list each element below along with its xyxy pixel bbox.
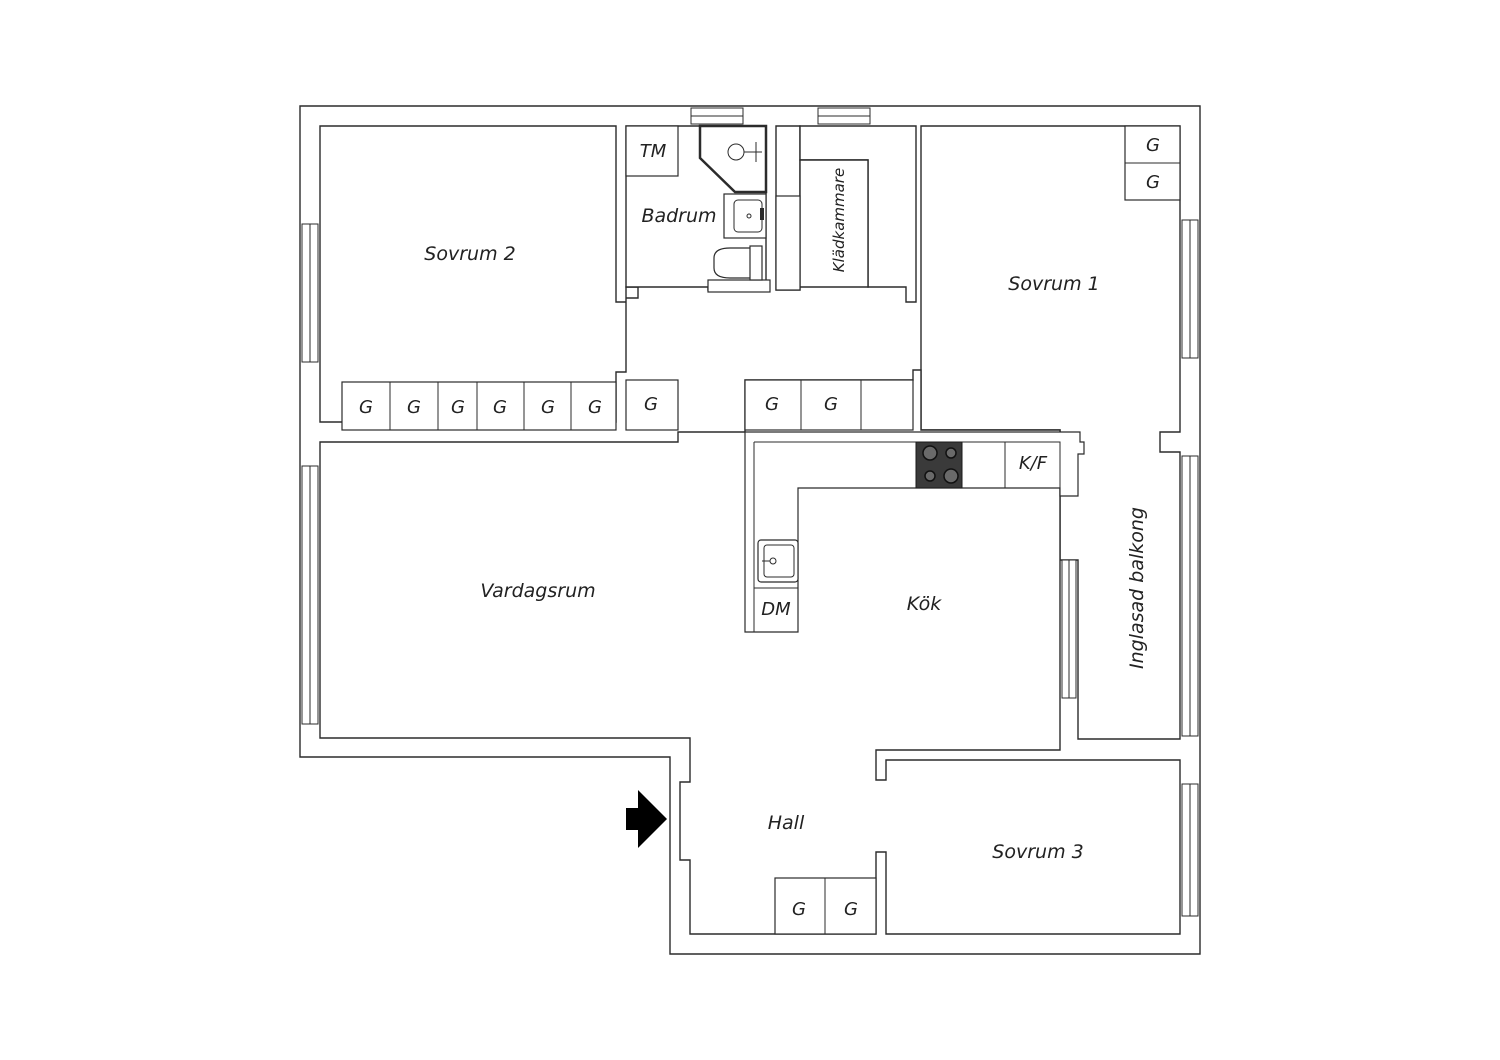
label-g: G xyxy=(588,397,602,418)
windows xyxy=(301,107,1199,917)
label-g: G xyxy=(451,397,465,418)
label-kladkammare: Klädkammare xyxy=(830,168,848,272)
washer-box xyxy=(625,125,679,177)
bathroom-sink-icon xyxy=(723,193,767,239)
kitchen-counter xyxy=(744,431,1085,633)
label-g: G xyxy=(644,394,658,415)
label-g: G xyxy=(541,397,555,418)
stove-icon xyxy=(915,441,963,489)
label-g: G xyxy=(493,397,507,418)
label-g: G xyxy=(1146,172,1160,193)
shower-icon xyxy=(698,124,768,194)
label-balkong: Inglasad balkong xyxy=(1126,507,1148,669)
entrance-arrow-icon xyxy=(626,790,667,848)
label-g: G xyxy=(407,397,421,418)
label-g: G xyxy=(359,397,373,418)
label-vardagsrum: Vardagsrum xyxy=(480,580,595,602)
kladkammare-inner xyxy=(775,195,801,291)
label-g: G xyxy=(844,899,858,920)
toilet-icon xyxy=(707,245,771,293)
label-hall: Hall xyxy=(768,812,805,834)
label-badrum: Badrum xyxy=(641,205,716,227)
fixture-labels: TM K/F DM G G G G G G G G G G G G G xyxy=(359,135,1160,920)
label-sovrum3: Sovrum 3 xyxy=(992,841,1083,863)
sink-icon xyxy=(757,539,799,583)
wardrobes-sovrum2 xyxy=(341,379,679,431)
label-tm: TM xyxy=(640,141,667,162)
wardrobes-center xyxy=(744,379,914,431)
label-dm: DM xyxy=(761,599,791,620)
label-kok: Kök xyxy=(907,593,942,615)
wardrobes-sovrum1 xyxy=(1124,125,1181,201)
label-g: G xyxy=(1146,135,1160,156)
label-sovrum2: Sovrum 2 xyxy=(424,243,515,265)
room-labels: Sovrum 2 Badrum Klädkammare Sovrum 1 Var… xyxy=(424,168,1148,863)
label-sovrum1: Sovrum 1 xyxy=(1008,273,1099,295)
wardrobes-hall xyxy=(774,877,877,935)
label-kf: K/F xyxy=(1019,453,1048,474)
label-g: G xyxy=(765,394,779,415)
label-g: G xyxy=(792,899,806,920)
label-g: G xyxy=(824,394,838,415)
